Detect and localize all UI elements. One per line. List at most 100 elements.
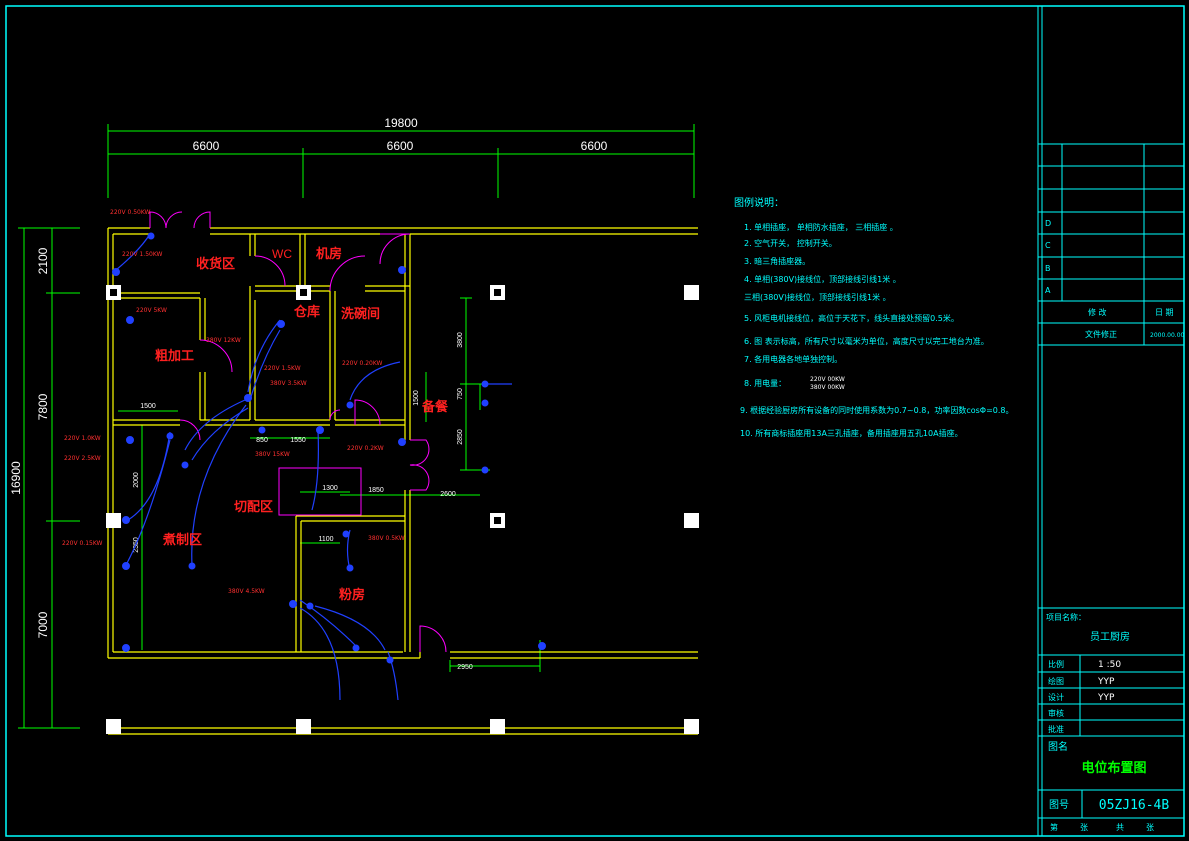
svg-text:380V 4.5KW: 380V 4.5KW xyxy=(228,588,265,595)
title-block xyxy=(1037,6,1184,836)
room-pastry: 粉房 xyxy=(339,587,365,603)
legend-item-5: 5. 风柜电机接线位，高位于天花下，线头直接处预留0.5米。 xyxy=(744,313,959,323)
column-inner xyxy=(110,289,501,524)
equipment-labels: 220V 0.50KW 220V 1.50KW 220V 5KW 380V 12… xyxy=(62,209,405,595)
svg-text:1850: 1850 xyxy=(368,487,384,494)
doors xyxy=(149,211,447,653)
legend-item-3: 3. 暗三角插座器。 xyxy=(744,256,810,266)
svg-text:1500: 1500 xyxy=(140,403,156,410)
svg-text:380V 15KW: 380V 15KW xyxy=(255,451,290,458)
dim-bay-3: 6600 xyxy=(581,139,608,153)
svg-text:3800: 3800 xyxy=(457,332,464,348)
issue-label: 文件修正 xyxy=(1085,329,1117,339)
room-cooking: 煮制区 xyxy=(162,532,202,548)
outlet-symbols xyxy=(112,232,546,664)
dim-total-height: 16900 xyxy=(9,461,23,495)
design-label: 设计 xyxy=(1048,692,1064,702)
design-value: YYP xyxy=(1097,693,1115,703)
drawing-number: 05ZJ16-4B xyxy=(1099,798,1170,813)
inner-dimension-texts: 1500 850 1550 1850 2600 1500 2000 2350 1… xyxy=(133,332,473,671)
room-cutting: 切配区 xyxy=(234,500,273,515)
svg-text:220V 1.50KW: 220V 1.50KW xyxy=(122,251,163,258)
dim-total-width: 19800 xyxy=(384,116,418,130)
footer-3: 共 xyxy=(1116,823,1124,832)
room-machine: 机房 xyxy=(316,246,342,262)
legend-power-1: 220V 00KW xyxy=(810,376,845,383)
drawing-name: 电位布置图 xyxy=(1081,760,1146,776)
rev-header-date: 日 期 xyxy=(1155,308,1174,317)
legend-item-6: 6. 图 表示标高，所有尺寸以毫米为单位，高度尺寸以完工地台为准。 xyxy=(744,336,989,346)
svg-text:1550: 1550 xyxy=(290,437,306,444)
rev-b: B xyxy=(1045,264,1051,273)
svg-text:220V 0.15KW: 220V 0.15KW xyxy=(62,540,103,547)
rev-c: C xyxy=(1045,241,1051,250)
outer-frame xyxy=(5,5,1185,837)
svg-text:220V 0.20KW: 220V 0.20KW xyxy=(342,360,383,367)
svg-text:750: 750 xyxy=(457,388,464,400)
rev-header-modify: 修 改 xyxy=(1088,307,1107,317)
svg-text:380V 12KW: 380V 12KW xyxy=(206,337,241,344)
dim-bay-2: 6600 xyxy=(387,139,414,153)
structural-columns xyxy=(106,285,699,734)
legend-item-4b: 三相(380V)接线位，顶部接线引线1米 。 xyxy=(744,292,891,302)
svg-text:220V 1.5KW: 220V 1.5KW xyxy=(264,365,301,372)
footer-2: 张 xyxy=(1080,823,1088,832)
project-name: 员工厨房 xyxy=(1090,630,1130,643)
dim-left-1: 2100 xyxy=(36,247,50,274)
room-washing: 洗碗间 xyxy=(341,306,380,322)
room-storage: 仓库 xyxy=(293,304,320,320)
dim-left-2: 7800 xyxy=(36,393,50,420)
svg-text:220V 0.50KW: 220V 0.50KW xyxy=(110,209,151,216)
drawing-name-label: 图名 xyxy=(1048,740,1068,753)
svg-text:1500: 1500 xyxy=(413,390,420,406)
scale-value: 1 :50 xyxy=(1098,660,1121,670)
room-wc: WC xyxy=(272,247,292,261)
issue-date: 2000.00.00 xyxy=(1150,332,1185,339)
legend-item-9: 9. 根据经验厨房所有设备的同时使用系数为0.7~0.8，功率因数cosΦ=0.… xyxy=(740,405,1014,415)
project-label: 项目名称： xyxy=(1046,612,1086,622)
wiring-routes xyxy=(115,233,512,701)
room-rough: 粗加工 xyxy=(155,348,194,364)
svg-text:220V 5KW: 220V 5KW xyxy=(136,307,167,314)
svg-text:2350: 2350 xyxy=(133,537,140,553)
legend-title: 图例说明： xyxy=(734,196,784,209)
svg-text:850: 850 xyxy=(256,437,268,444)
svg-text:2950: 2950 xyxy=(457,664,473,671)
footer-4: 张 xyxy=(1146,823,1154,832)
svg-text:380V 3.5KW: 380V 3.5KW xyxy=(270,380,307,387)
legend-item-1: 1. 单相插座， 单相防水插座， 三相插座 。 xyxy=(744,222,898,232)
drawing-number-label: 图号 xyxy=(1049,799,1069,811)
legend-item-8: 8. 用电量： xyxy=(744,378,786,388)
room-receiving: 收货区 xyxy=(196,256,235,272)
approve-label: 批准 xyxy=(1048,724,1064,734)
rev-a: A xyxy=(1045,286,1051,295)
svg-text:220V 0.2KW: 220V 0.2KW xyxy=(347,445,384,452)
svg-text:220V 1.0KW: 220V 1.0KW xyxy=(64,435,101,442)
legend-item-2: 2. 空气开关， 控制开关。 xyxy=(744,238,837,248)
legend-item-7: 7. 各用电器各地单独控制。 xyxy=(744,354,842,364)
cutting-table xyxy=(278,467,362,516)
dim-bay-1: 6600 xyxy=(193,139,220,153)
legend-power-2: 380V 00KW xyxy=(810,384,845,391)
legend-item-4: 4. 单相(380V)接线位，顶部接线引线1米 。 xyxy=(744,274,901,284)
legend: 图例说明： 1. 单相插座， 单相防水插座， 三相插座 。 2. 空气开关， 控… xyxy=(734,196,1014,438)
dim-left-3: 7000 xyxy=(36,611,50,638)
building-walls xyxy=(107,227,698,735)
svg-text:220V 2.5KW: 220V 2.5KW xyxy=(64,455,101,462)
review-label: 审核 xyxy=(1048,708,1064,718)
svg-text:2850: 2850 xyxy=(457,429,464,445)
svg-text:1100: 1100 xyxy=(318,536,333,543)
room-preparation: 备餐 xyxy=(421,399,449,415)
scale-label: 比例 xyxy=(1048,659,1064,669)
dimension-lines xyxy=(18,124,695,729)
svg-text:1300: 1300 xyxy=(322,485,338,492)
rev-d: D xyxy=(1045,219,1051,228)
svg-text:2600: 2600 xyxy=(440,491,456,498)
legend-item-10: 10. 所有商标插座用13A三孔插座，备用插座用五孔10A插座。 xyxy=(740,428,963,438)
footer-1: 第 xyxy=(1050,822,1058,832)
svg-text:2000: 2000 xyxy=(133,472,140,488)
drawn-value: YYP xyxy=(1097,677,1115,687)
svg-text:380V 0.5KW: 380V 0.5KW xyxy=(368,535,405,542)
drawn-label: 绘图 xyxy=(1048,676,1064,686)
